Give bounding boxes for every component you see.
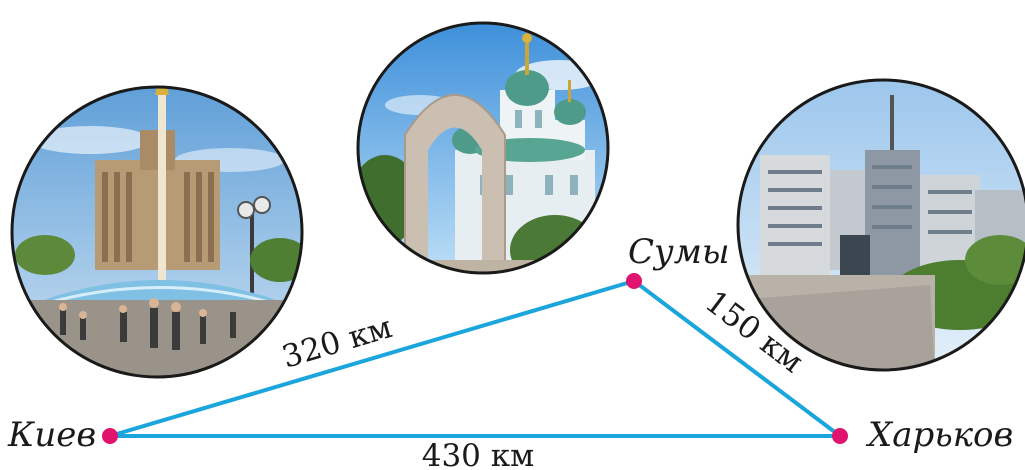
sumy-photo-frame [356, 21, 610, 275]
distance-label-kyiv-kharkiv: 430 км [422, 438, 535, 470]
route-kyiv-sumy [108, 279, 636, 438]
kyiv-photo-frame [10, 85, 304, 379]
city-label-sumy: Сумы [628, 232, 730, 272]
city-label-kyiv: Киев [7, 415, 96, 455]
sumy-photo [358, 23, 608, 273]
distance-label-kyiv-sumy: 320 км [278, 309, 396, 375]
city-dot-kyiv [102, 428, 118, 444]
kyiv-photo [12, 87, 302, 377]
kharkiv-photo-frame [736, 78, 1025, 372]
route-sumy-kharkiv [632, 279, 842, 438]
city-dot-sumy [626, 273, 642, 289]
city-label-kharkiv: Харьков [865, 415, 1013, 455]
city-dot-kharkiv [832, 428, 848, 444]
